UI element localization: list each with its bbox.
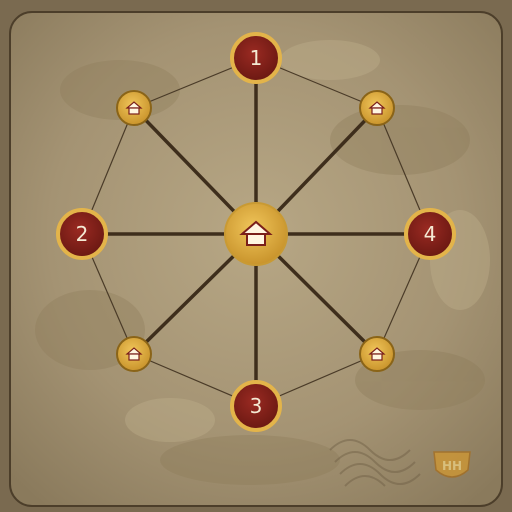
corner-decoration <box>329 439 421 487</box>
node-number: 3 <box>250 394 263 418</box>
house-icon <box>368 347 386 361</box>
node-number: 1 <box>250 46 263 70</box>
house-icon <box>239 220 273 246</box>
node-number: 4 <box>424 222 437 246</box>
watermark-text: HH <box>442 459 462 473</box>
house-node-bottom-left[interactable] <box>116 336 152 372</box>
numbered-node-1[interactable]: 1 <box>230 32 282 84</box>
node-number: 2 <box>76 222 89 246</box>
numbered-node-3[interactable]: 3 <box>230 380 282 432</box>
house-node-top-left[interactable] <box>116 90 152 126</box>
house-icon <box>125 101 143 115</box>
house-icon <box>368 101 386 115</box>
house-node-top-right[interactable] <box>359 90 395 126</box>
house-icon <box>125 347 143 361</box>
house-node-bottom-right[interactable] <box>359 336 395 372</box>
center-home-node[interactable] <box>224 202 288 266</box>
numbered-node-2[interactable]: 2 <box>56 208 108 260</box>
shield-logo-icon: HH <box>433 451 471 478</box>
numbered-node-4[interactable]: 4 <box>404 208 456 260</box>
